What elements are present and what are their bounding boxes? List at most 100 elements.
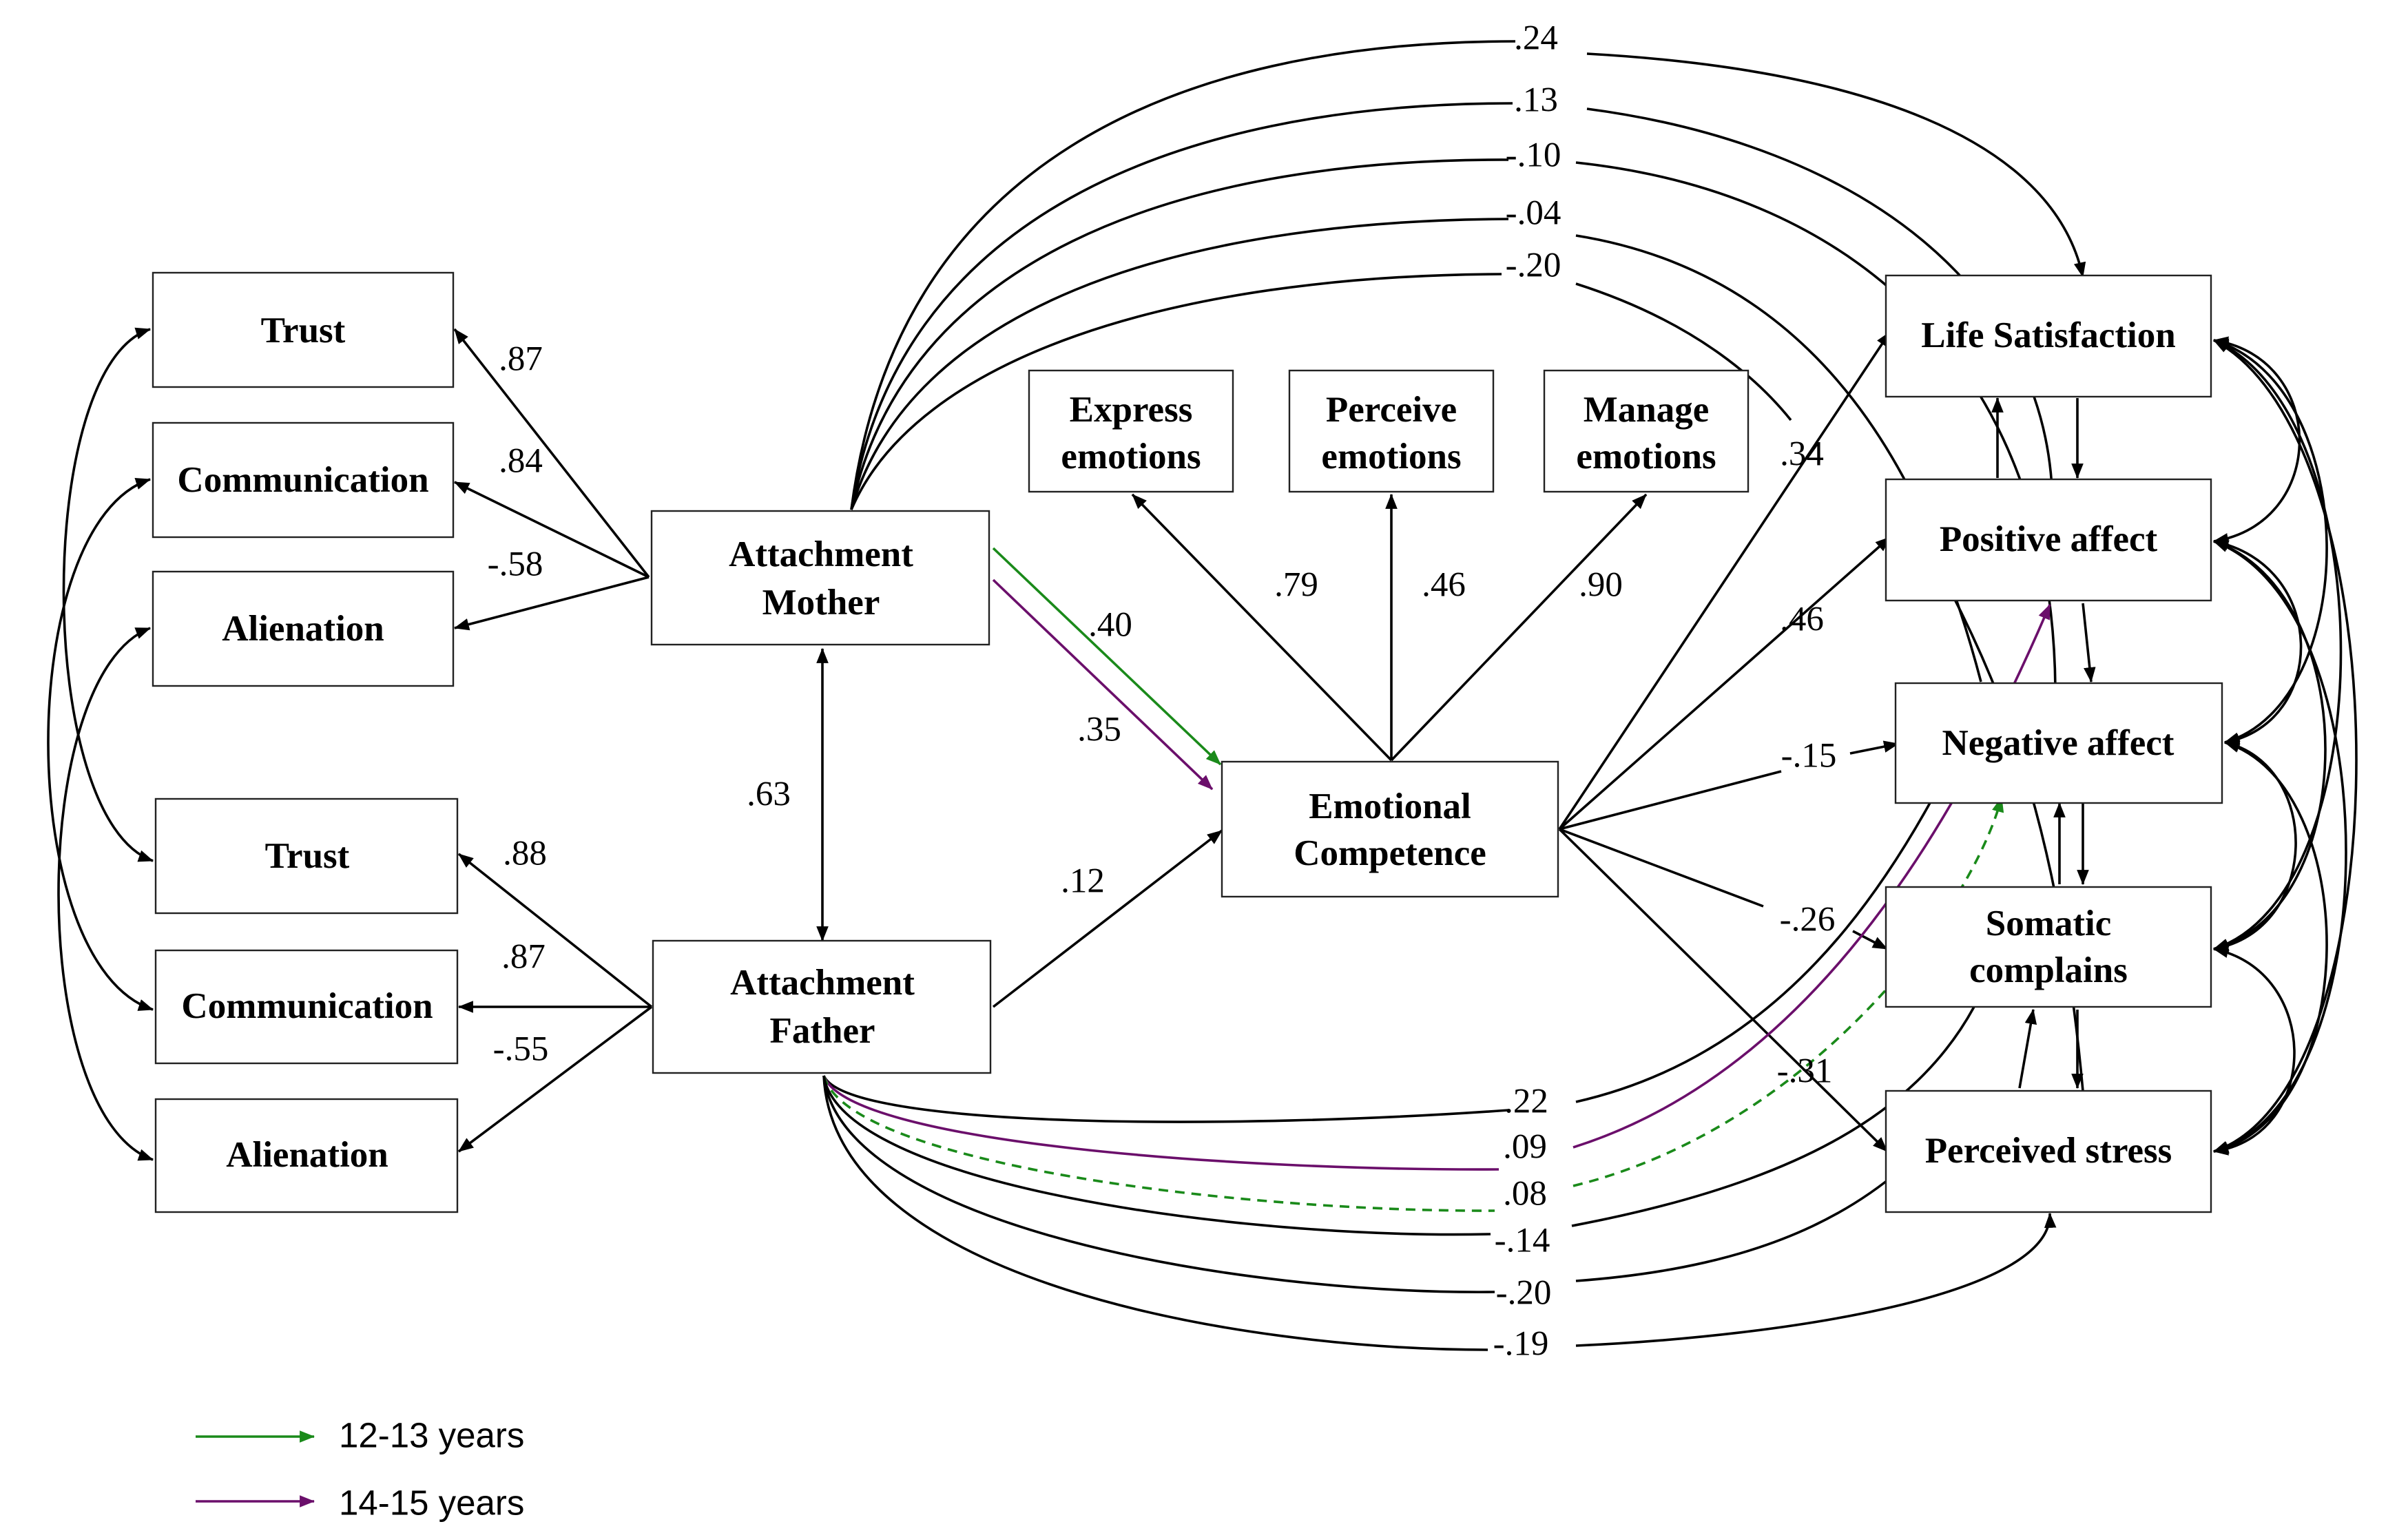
edge-ec-negative-affect-tip (1849, 740, 1900, 755)
coefficient-labels: .87 .84 -.58 .88 .87 -.55 .63 .40 .35 .1… (488, 19, 1837, 1364)
coef-father-communication: .87 (501, 938, 546, 977)
node-label-line1: Somatic (1986, 904, 2112, 943)
cov-ls-na (2212, 338, 2328, 744)
cov-pa-sc (2212, 540, 2327, 952)
legend: 12-13 years 14-15 years (196, 1415, 524, 1522)
node-label: Trust (261, 311, 346, 351)
node-trust-mother: Trust (152, 271, 455, 388)
legend-label: 12-13 years (339, 1415, 524, 1454)
legend-label: 14-15 years (339, 1483, 524, 1522)
edge-mother-communication (454, 481, 650, 578)
coef-ec-somatic: -.26 (1780, 901, 1836, 939)
edge-ec-express (1131, 493, 1393, 762)
node-label: Negative affect (1942, 723, 2175, 763)
cov-na-sc (2212, 740, 2297, 952)
legend-item-12-13: 12-13 years (196, 1415, 524, 1454)
coef-father-negative-affect-12-13: .08 (1503, 1175, 1547, 1213)
arc-father-negative-affect-12-13 (822, 797, 2002, 1212)
coef-mother-trust: .87 (499, 340, 543, 379)
node-negative-affect: Negative affect (1894, 682, 2223, 804)
coef-mother-alienation: -.58 (488, 545, 543, 584)
node-label-line1: Attachment (729, 534, 913, 574)
node-label: Positive affect (1940, 519, 2158, 559)
node-label-line2: complains (1969, 950, 2128, 990)
node-label-line2: emotions (1576, 437, 1716, 477)
coef-father-alienation: -.55 (493, 1030, 549, 1069)
coef-mother-ec-14-15: .35 (1077, 711, 1121, 749)
arc-mother-life-satisfaction (850, 40, 2083, 510)
arc-father-negative-affect (822, 1006, 1975, 1236)
coef-mother-life-satisfaction: .24 (1514, 19, 1558, 58)
cov-ls-pa (2212, 336, 2301, 545)
coef-father-life-satisfaction: .22 (1504, 1083, 1548, 1121)
cov-na-ps (2212, 740, 2328, 1154)
cov-trust-trust (62, 327, 154, 862)
edge-ec-negative-affect (1559, 770, 1782, 831)
node-attachment-father: Attachment Father (652, 939, 992, 1074)
arc-mother-positive-affect (850, 102, 2054, 510)
coef-father-negative-affect: -.14 (1495, 1222, 1550, 1260)
link-ps-sc-up (2018, 1008, 2037, 1089)
arc-father-stress (822, 1075, 2050, 1351)
node-perceive-emotions: Perceive emotions (1288, 369, 1495, 493)
node-label: Communication (181, 986, 433, 1026)
node-life-satisfaction: Life Satisfaction (1885, 274, 2212, 398)
cov-ls-ps (2212, 339, 2358, 1153)
node-label-line1: Manage (1584, 390, 1710, 430)
edge-father-alienation (457, 1005, 653, 1153)
node-positive-affect: Positive affect (1885, 478, 2212, 602)
cov-sc-ps (2212, 946, 2296, 1156)
cov-alienation-alienation (57, 627, 154, 1161)
coef-ec-positive-affect: .46 (1780, 601, 1824, 639)
coef-father-stress: -.19 (1493, 1325, 1549, 1364)
node-label-line2: emotions (1061, 437, 1201, 477)
node-label-line1: Attachment (730, 963, 915, 1003)
legend-item-14-15: 14-15 years (196, 1483, 524, 1522)
edge-mother-ec-14-15 (992, 578, 1214, 791)
coef-ec-life-satisfaction: .34 (1780, 435, 1824, 474)
edge-father-trust (457, 853, 653, 1008)
cov-pa-ps (2212, 540, 2347, 1154)
node-label: Communication (177, 460, 428, 500)
link-pa-na-down (2082, 603, 2096, 683)
coef-ec-manage: .90 (1579, 566, 1623, 605)
node-trust-father: Trust (154, 797, 459, 915)
coef-mother-father: .63 (747, 775, 791, 814)
coef-father-ec: .12 (1061, 862, 1105, 901)
cov-communication-communication (47, 478, 154, 1011)
coef-mother-positive-affect: .13 (1514, 81, 1558, 120)
node-alienation-mother: Alienation (152, 570, 455, 687)
coef-ec-perceive: .46 (1422, 566, 1466, 605)
node-label-line1: Express (1070, 390, 1193, 430)
edge-mother-ec-12-13 (992, 547, 1222, 766)
node-label-line1: Emotional (1309, 786, 1471, 826)
coef-mother-negative-affect: -.10 (1506, 136, 1561, 175)
coef-father-positive-affect-14-15: .09 (1503, 1128, 1547, 1167)
coef-ec-express: .79 (1274, 566, 1318, 605)
node-label-line2: Mother (762, 583, 880, 623)
node-perceived-stress: Perceived stress (1885, 1089, 2212, 1213)
cov-pa-na (2212, 538, 2303, 746)
edge-ec-stress (1558, 828, 1889, 1153)
node-label-line1: Perceive (1326, 390, 1457, 430)
coef-mother-ec-12-13: .40 (1088, 606, 1132, 645)
edge-father-ec (992, 829, 1223, 1008)
nodes: Trust Communication Alienation Trust Com… (152, 271, 2223, 1213)
node-label: Trust (265, 836, 350, 876)
node-communication-mother: Communication (152, 421, 455, 539)
node-express-emotions: Express emotions (1028, 369, 1234, 493)
node-communication-father: Communication (154, 949, 459, 1065)
edge-ec-somatic-tip (1852, 930, 1888, 950)
node-emotional-competence: Emotional Competence (1221, 760, 1559, 898)
coef-mother-communication: .84 (499, 442, 543, 481)
edge-ec-positive-affect (1558, 536, 1891, 831)
node-label-line2: Father (769, 1011, 875, 1051)
edge-mother-alienation (453, 576, 650, 631)
node-label-line2: emotions (1321, 437, 1461, 477)
node-label-line2: Competence (1294, 833, 1486, 873)
node-somatic-complains: Somatic complains (1885, 886, 2212, 1008)
arc-mother-stress (850, 273, 1792, 510)
coef-ec-negative-affect: -.15 (1781, 737, 1837, 775)
node-label: Life Satisfaction (1921, 315, 2176, 355)
